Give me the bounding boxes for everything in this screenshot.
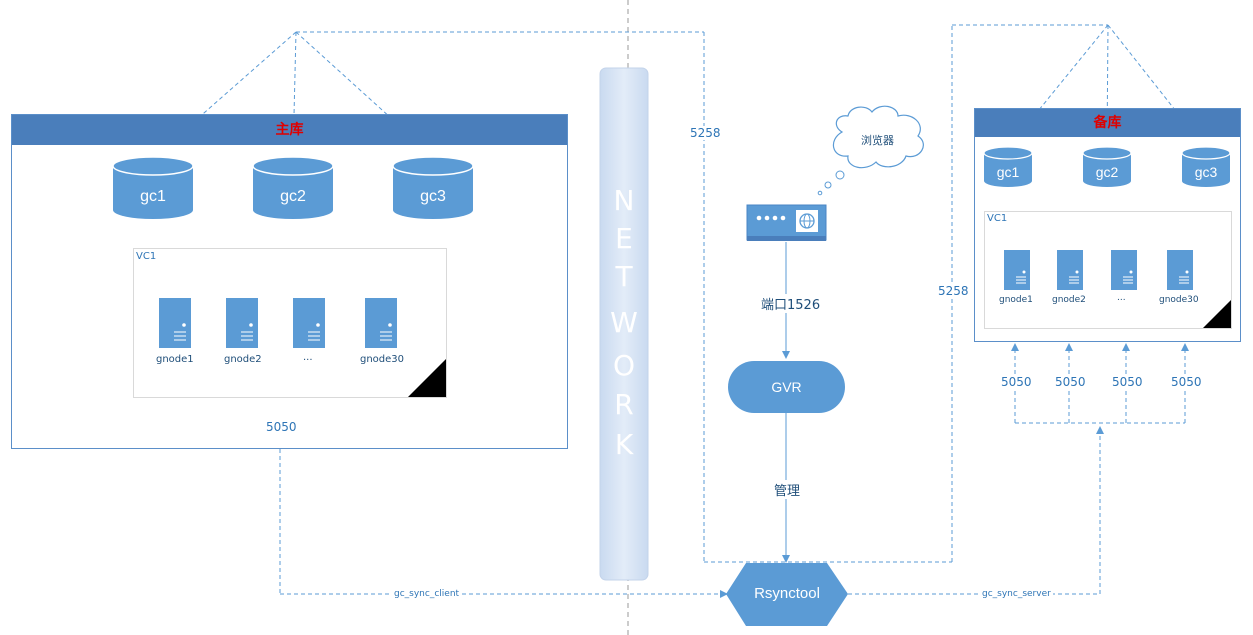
standby-port-5050-3: 5050: [1112, 375, 1143, 389]
network-letter-n: N: [613, 184, 635, 217]
primary-db-gc3: gc3: [392, 156, 474, 220]
primary-db-gc2: gc2: [252, 156, 334, 220]
standby-node-label-1: gnode1: [999, 295, 1033, 305]
port-5258-left: 5258: [690, 126, 721, 140]
primary-node-label-1: gnode1: [156, 354, 194, 365]
standby-apex-lines: [1007, 24, 1206, 149]
standby-server-gnode2: [1057, 250, 1083, 290]
primary-vc-label: VC1: [136, 251, 157, 262]
standby-corner-triangle: [1203, 300, 1231, 328]
standby-node-label-3: ...: [1117, 293, 1126, 303]
standby-db-gc1: gc1: [983, 146, 1033, 188]
primary-node-label-4: gnode30: [360, 354, 405, 365]
browser-label: 浏览器: [861, 134, 894, 147]
network-letter-r: R: [614, 388, 634, 421]
network-pillar: [599, 67, 649, 581]
standby-node-label-4: gnode30: [1159, 295, 1199, 305]
standby-server-gnode1: [1004, 250, 1030, 290]
network-letter-e: E: [615, 222, 633, 255]
browser-cloud: [817, 105, 924, 196]
primary-server-gnode1: [159, 298, 191, 348]
gc-sync-client-label: gc_sync_client: [392, 589, 462, 599]
standby-node-label-2: gnode2: [1052, 295, 1086, 305]
standby-db-gc2: gc2: [1082, 146, 1132, 188]
rsynctool-node: [726, 563, 848, 626]
primary-server-gnode2: [226, 298, 258, 348]
network-label: N E T W O R K: [600, 68, 648, 580]
standby-server-ellipsis: [1111, 250, 1137, 290]
network-letter-k: K: [614, 428, 634, 461]
primary-node-label-3: ...: [303, 352, 313, 363]
network-letter-w: W: [610, 306, 638, 339]
gvr-node: [728, 361, 845, 413]
rsynctool-label: Rsynctool: [754, 585, 820, 602]
gvr-label: GVR: [771, 379, 802, 395]
standby-server-gnode30: [1167, 250, 1193, 290]
port-1526-label: 端口1526: [760, 294, 822, 313]
standby-port-5050-1: 5050: [1001, 375, 1032, 389]
primary-server-gnode30: [365, 298, 397, 348]
primary-node-label-2: gnode2: [224, 354, 262, 365]
standby-port-5050-2: 5050: [1055, 375, 1086, 389]
primary-server-ellipsis: [293, 298, 325, 348]
standby-db-gc3: gc3: [1181, 146, 1231, 188]
network-letter-o: O: [612, 349, 636, 382]
standby-db-title: 备库: [1093, 115, 1122, 131]
primary-db-header: 主库: [12, 115, 567, 145]
primary-corner-triangle: [408, 359, 446, 397]
network-letter-t: T: [615, 260, 633, 293]
router-device: [746, 204, 827, 241]
port-5258-right: 5258: [938, 284, 969, 298]
standby-port-5050-4: 5050: [1171, 375, 1202, 389]
primary-db-gc1: gc1: [112, 156, 194, 220]
manage-label: 管理: [772, 480, 803, 499]
standby-db-header: 备库: [975, 109, 1240, 137]
gc-sync-server-label: gc_sync_server: [980, 589, 1053, 599]
standby-vc-label: VC1: [987, 213, 1008, 224]
primary-port-5050: 5050: [264, 420, 299, 434]
primary-db-title: 主库: [275, 122, 304, 138]
